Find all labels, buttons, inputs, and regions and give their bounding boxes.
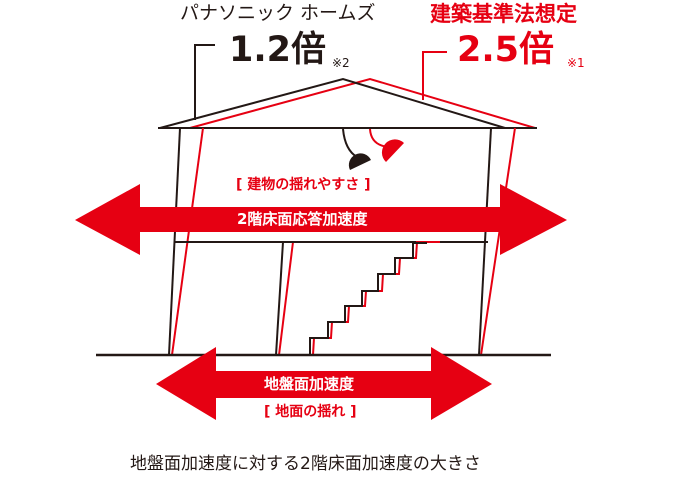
black-bracket (194, 44, 215, 120)
floor-accel-label: 2階床面応答加速度 (237, 210, 368, 228)
panasonic-ratio: 1.2倍 (229, 30, 327, 70)
red-lamp-icon (381, 139, 404, 162)
black-stairs (309, 242, 427, 355)
black-pendulum-cord (342, 128, 358, 158)
red-roof (189, 77, 536, 129)
red-right-wall (480, 127, 516, 356)
panasonic-label: パナソニック ホームズ (180, 2, 376, 24)
panasonic-note: ※2 (332, 56, 350, 70)
ground-sway-label: [ 地面の揺れ ] (264, 404, 357, 420)
black-roof (159, 77, 506, 129)
red-stairs (312, 241, 440, 356)
ground-accel-arrow (156, 347, 492, 420)
standard-note: ※1 (567, 56, 585, 70)
floor-accel-arrow (75, 184, 567, 255)
black-middle-wall (275, 241, 284, 356)
building-sway-label: [ 建物の揺れやすさ ] (236, 177, 371, 193)
red-middle-wall (278, 241, 294, 356)
black-lamp-icon (348, 153, 371, 170)
black-left-wall (168, 127, 181, 356)
ground-accel-label: 地盤面加速度 (264, 375, 355, 393)
standard-label: 建築基準法想定 (430, 2, 577, 26)
standard-ratio: 2.5倍 (457, 30, 555, 70)
caption: 地盤面加速度に対する2階床面加速度の大きさ (130, 454, 481, 474)
red-bracket (422, 51, 447, 100)
